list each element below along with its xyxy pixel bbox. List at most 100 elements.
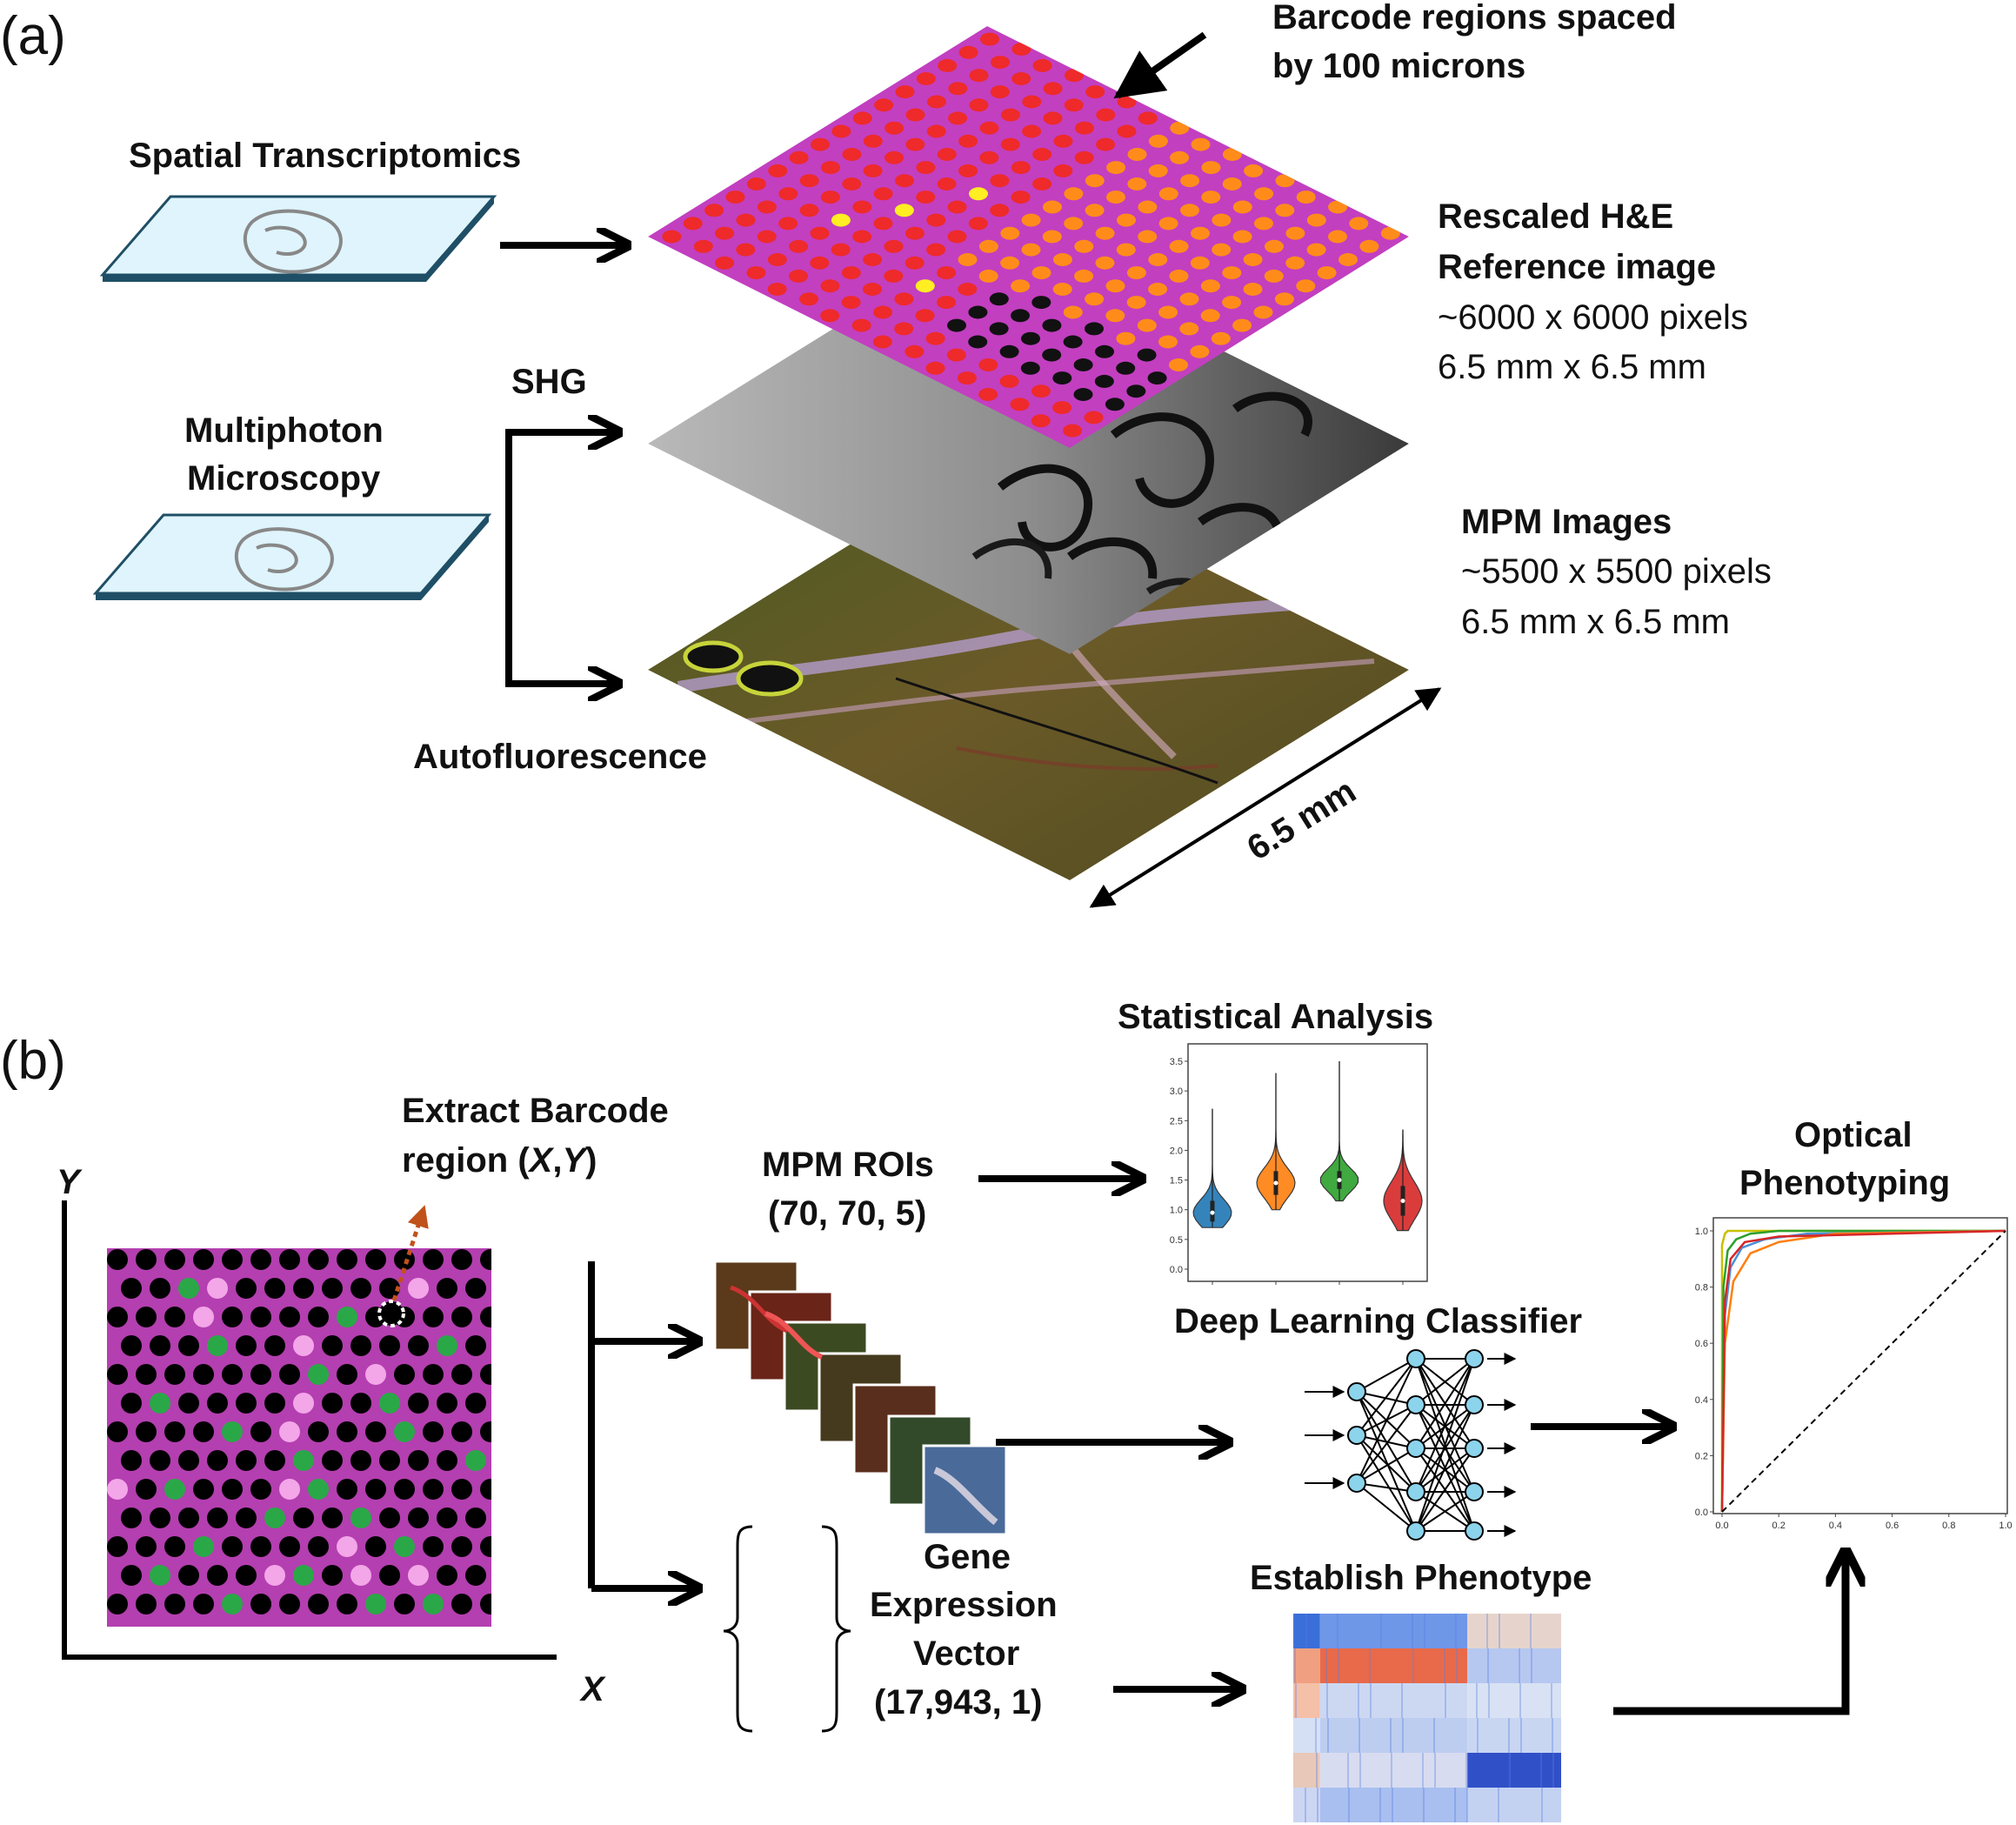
heatmap-stripe xyxy=(1509,1753,1511,1788)
heatmap-stripe xyxy=(1358,1683,1359,1718)
he-barcode-spot xyxy=(1158,305,1178,319)
he-barcode-spot xyxy=(1169,239,1189,253)
barcode-spot xyxy=(293,1335,314,1356)
heatmap-stripe xyxy=(1541,1788,1543,1822)
barcode-spot xyxy=(222,1249,243,1270)
heatmap-stripe xyxy=(1379,1788,1381,1822)
he-barcode-spot xyxy=(1191,137,1211,151)
he-barcode-spot xyxy=(1096,137,1116,151)
he-barcode-spot xyxy=(683,217,703,231)
heatmap-stripe xyxy=(1498,1788,1499,1822)
barcode-spot xyxy=(150,1565,170,1586)
he-barcode-spot xyxy=(1105,279,1125,293)
barcode-spot xyxy=(193,1249,214,1270)
he-barcode-spot xyxy=(1127,177,1147,191)
barcode-spot xyxy=(494,1507,515,1528)
barcode-spot xyxy=(350,1450,371,1471)
barcode-spot xyxy=(207,1335,228,1356)
he-barcode-spot xyxy=(1010,398,1030,411)
barcode-spot xyxy=(293,1278,314,1299)
he-barcode-spot xyxy=(894,292,914,306)
violin-ytick-label: 2.5 xyxy=(1170,1116,1183,1126)
he-barcode-spot xyxy=(1022,124,1042,138)
barcode-spot xyxy=(322,1507,343,1528)
he-barcode-spot xyxy=(715,256,734,270)
arrow-barcode-note xyxy=(1113,31,1207,99)
barcode-spot xyxy=(365,1479,386,1500)
barcode-spot xyxy=(423,1249,444,1270)
extract-title-line1: Extract Barcode xyxy=(402,1092,669,1130)
nn-edge xyxy=(1415,1447,1475,1532)
he-barcode-spot xyxy=(1000,256,1020,270)
mpm-roi-stack xyxy=(713,1260,1008,1536)
selected-barcode-spot xyxy=(377,1300,405,1327)
barcode-spot xyxy=(451,1307,472,1327)
barcode-spot xyxy=(308,1594,329,1614)
barcode-spot xyxy=(222,1307,243,1327)
panel-b-label: (b) xyxy=(0,1031,66,1091)
barcode-spot xyxy=(350,1335,371,1356)
barcode-spot xyxy=(164,1249,185,1270)
he-barcode-spot xyxy=(863,253,883,266)
he-barcode-spot xyxy=(937,296,956,310)
axis-x-label: X xyxy=(579,1670,606,1708)
he-barcode-spot xyxy=(894,322,914,336)
barcode-spot xyxy=(465,1335,486,1356)
barcode-spot xyxy=(236,1450,257,1471)
heatmap-stripe xyxy=(1552,1753,1554,1788)
he-barcode-spot xyxy=(1085,204,1105,217)
heatmap-stripe xyxy=(1317,1788,1318,1822)
he-barcode-spot xyxy=(1148,134,1168,148)
heatmap-cell xyxy=(1467,1788,1561,1822)
nn-node xyxy=(1406,1349,1425,1368)
barcode-spot xyxy=(222,1479,243,1500)
scale-label: 6.5 mm xyxy=(1240,772,1362,867)
he-barcode-spot xyxy=(926,213,946,227)
rois-label-line2: (70, 70, 5) xyxy=(768,1194,926,1233)
he-barcode-spot xyxy=(820,191,840,204)
violin-ytick-label: 0.0 xyxy=(1170,1265,1183,1275)
barcode-spot xyxy=(379,1565,400,1586)
barcode-spot xyxy=(236,1507,257,1528)
he-barcode-spot xyxy=(916,161,936,175)
barcode-spot xyxy=(121,1278,142,1299)
barcode-spot xyxy=(164,1364,185,1385)
he-barcode-spot xyxy=(1011,72,1031,85)
he-barcode-spot xyxy=(1359,239,1379,253)
he-barcode-spot xyxy=(905,137,925,151)
he-barcode-spot xyxy=(1085,174,1105,188)
barcode-spot xyxy=(279,1421,300,1442)
heatmap-stripe xyxy=(1369,1648,1371,1683)
he-barcode-spot xyxy=(1031,296,1051,310)
he-barcode-spot xyxy=(1042,348,1062,362)
he-barcode-spot xyxy=(926,124,946,138)
he-barcode-spot xyxy=(841,266,861,280)
nn-edge xyxy=(1356,1482,1417,1532)
barcode-spot xyxy=(150,1450,170,1471)
barcode-spot xyxy=(322,1565,343,1586)
barcode-spot xyxy=(480,1594,491,1614)
barcode-spot xyxy=(337,1307,357,1327)
barcode-spot xyxy=(394,1536,415,1557)
heatmap-stripe xyxy=(1476,1683,1478,1718)
barcode-spot xyxy=(408,1450,429,1471)
violin-plot-frame xyxy=(1187,1043,1428,1282)
roc-curve xyxy=(1720,1229,2006,1513)
heatmap-stripe xyxy=(1519,1683,1521,1718)
nn-node xyxy=(1465,1521,1484,1541)
he-barcode-spot xyxy=(1084,411,1104,424)
he-barcode-spot xyxy=(884,239,904,253)
he-barcode-spot xyxy=(1380,226,1400,240)
barcode-spot xyxy=(423,1536,444,1557)
barcode-spot xyxy=(150,1278,170,1299)
he-barcode-spot xyxy=(1180,204,1199,217)
heatmap-stripe xyxy=(1327,1718,1329,1753)
heatmap-stripe xyxy=(1465,1753,1467,1788)
barcode-spot xyxy=(379,1335,400,1356)
roc-curve xyxy=(1720,1229,2006,1512)
gene-label-line1: Gene xyxy=(924,1538,1011,1576)
he-barcode-spot xyxy=(757,230,777,244)
he-barcode-spot xyxy=(1031,414,1051,428)
barcode-spot xyxy=(250,1536,271,1557)
